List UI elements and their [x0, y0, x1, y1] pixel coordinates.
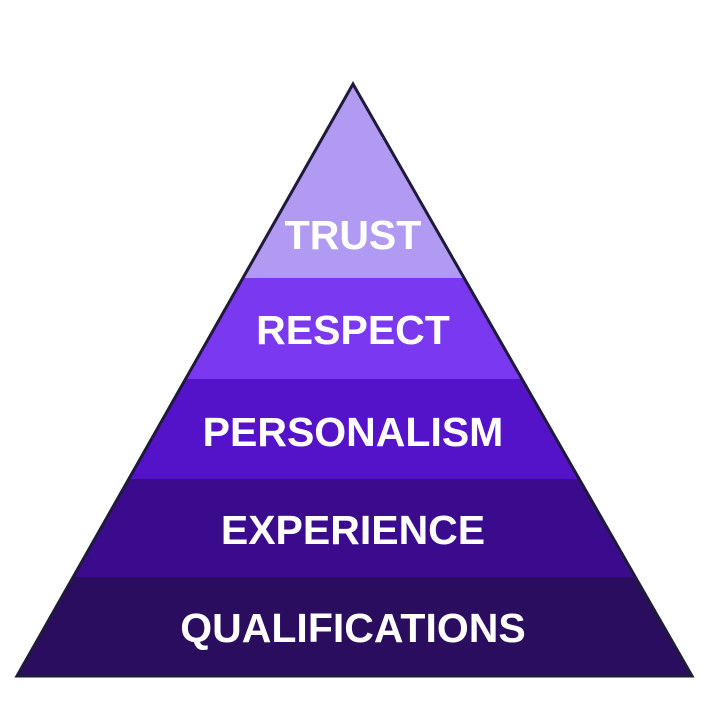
- tier-qualifications: [17, 577, 692, 676]
- tier-personalism: [128, 379, 580, 479]
- tier-respect: [185, 278, 522, 379]
- tier-label-experience: EXPERIENCE: [221, 507, 485, 553]
- tier-label-trust: TRUST: [285, 212, 422, 258]
- tier-label-respect: RESPECT: [256, 307, 450, 353]
- tier-experience: [73, 479, 636, 577]
- pyramid-labels: TRUST RESPECT PERSONALISM EXPERIENCE QUA…: [180, 212, 525, 651]
- tier-label-qualifications: QUALIFICATIONS: [180, 605, 525, 651]
- pyramid-tiers: [17, 84, 692, 676]
- tier-label-personalism: PERSONALISM: [203, 409, 504, 455]
- tier-trust: [242, 84, 465, 278]
- pyramid-outline: [14, 80, 695, 678]
